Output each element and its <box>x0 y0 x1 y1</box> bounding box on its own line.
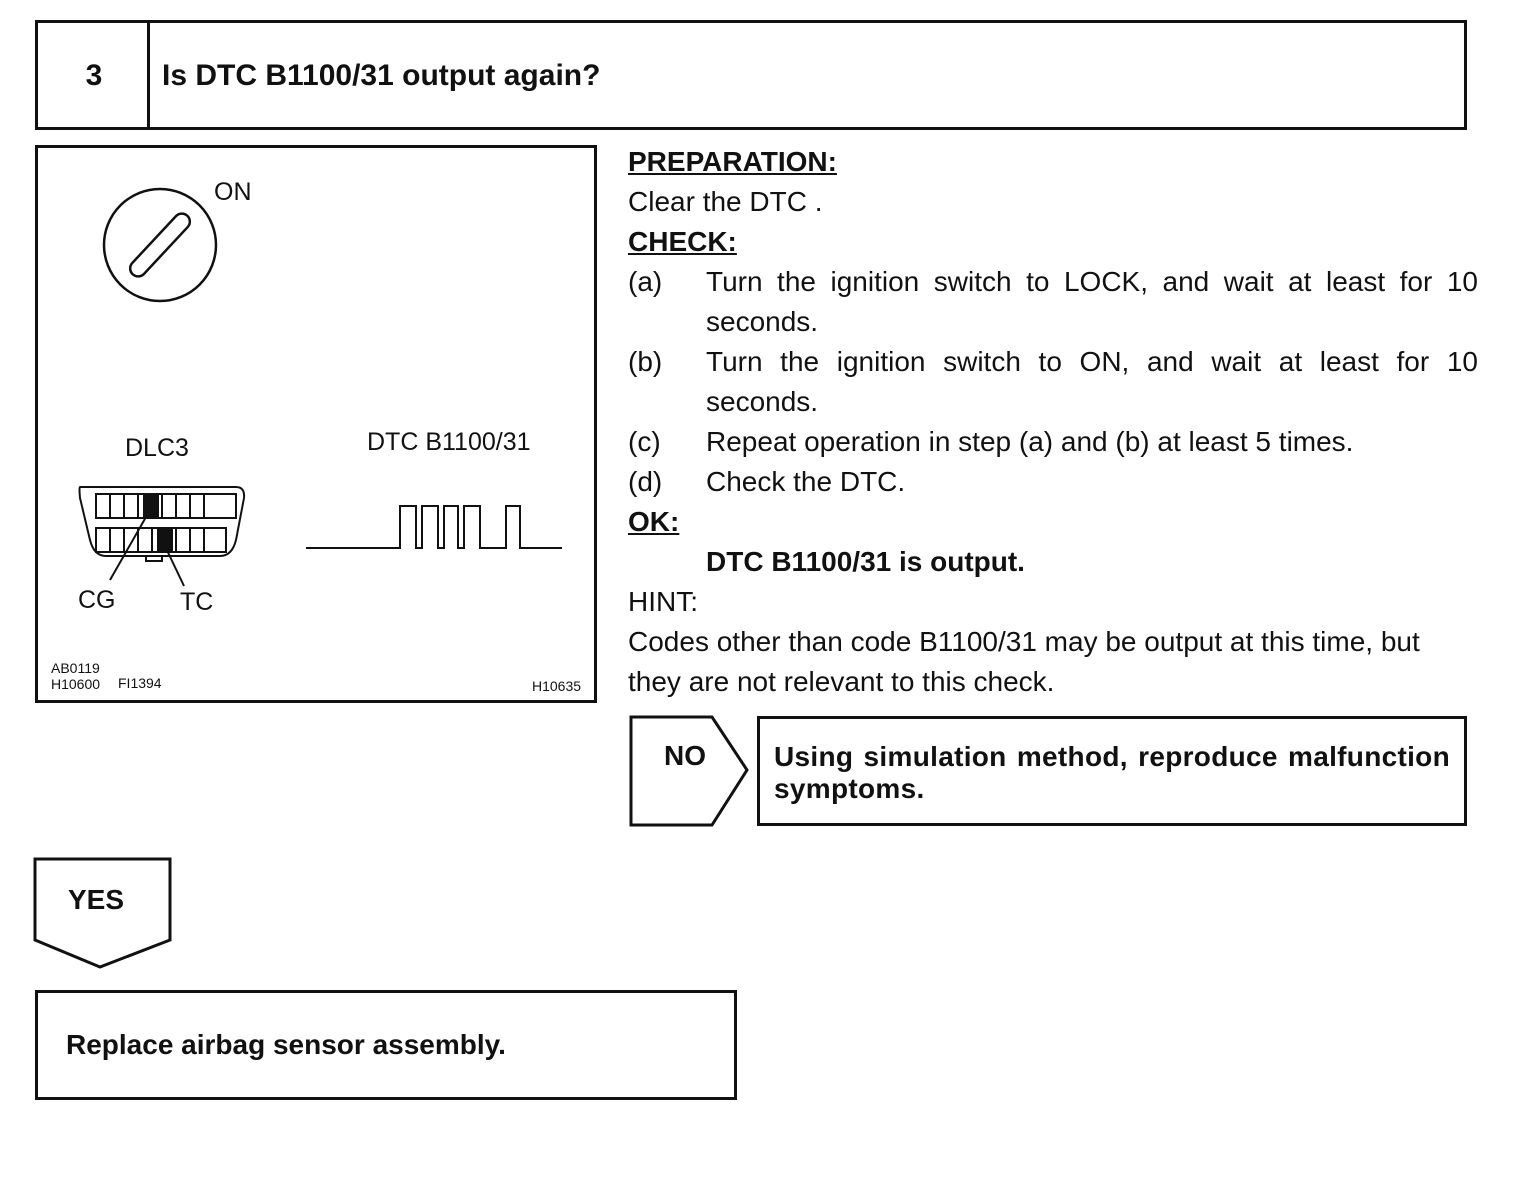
dtc-waveform <box>306 505 562 549</box>
yes-result-text: Replace airbag sensor assembly. <box>66 1029 506 1060</box>
dlc3-connector-icon <box>78 486 246 587</box>
yes-arrow-icon <box>33 857 172 969</box>
yes-label: YES <box>68 884 125 915</box>
check-item-label: (d) <box>628 466 663 497</box>
yes-result-box: Replace airbag sensor assembly. <box>35 990 737 1100</box>
step-title-box: Is DTC B1100/31 output again? <box>147 20 1467 130</box>
figure-code-4: H10635 <box>532 678 582 694</box>
tc-pin-label: TC <box>180 588 214 616</box>
check-heading: CHECK: <box>628 226 737 257</box>
check-item-label: (a) <box>628 266 663 297</box>
dlc3-label: DLC3 <box>125 434 189 462</box>
waveform-label: DTC B1100/31 <box>367 428 531 456</box>
diagram-figure: ON DLC3 CG TC DTC B1100/31 AB0119 H10600… <box>35 145 597 703</box>
check-item: (b) Turn the ignition switch to ON, and … <box>628 342 1478 422</box>
diagram-drawing <box>78 187 562 587</box>
preparation-text: Clear the DTC . <box>628 186 823 217</box>
hint-heading: HINT: <box>628 586 698 617</box>
preparation-heading: PREPARATION: <box>628 146 837 177</box>
step-number-box: 3 <box>35 20 150 130</box>
cg-pin-label: CG <box>78 586 116 614</box>
ok-text: DTC B1100/31 is output. <box>706 546 1025 577</box>
check-item-text: Turn the ignition switch to ON, and wait… <box>706 346 1478 417</box>
instructions: PREPARATION: Clear the DTC . CHECK: (a) … <box>628 142 1478 702</box>
no-result-box: Using simulation method, reproduce malfu… <box>757 716 1467 826</box>
no-result-text: Using simulation method, reproduce malfu… <box>774 741 1450 804</box>
check-item-text: Turn the ignition switch to LOCK, and wa… <box>706 266 1478 337</box>
check-item: (a) Turn the ignition switch to LOCK, an… <box>628 262 1478 342</box>
no-label: NO <box>664 740 706 771</box>
no-arrow-icon <box>629 715 749 827</box>
check-item: (d) Check the DTC. <box>628 462 1478 502</box>
check-item-text: Check the DTC. <box>706 466 906 497</box>
check-item: (c) Repeat operation in step (a) and (b)… <box>628 422 1478 462</box>
ok-heading: OK: <box>628 506 680 537</box>
check-item-label: (c) <box>628 426 661 457</box>
step-number: 3 <box>85 59 103 92</box>
figure-code-2: H10600 <box>51 676 101 692</box>
switch-on-label: ON <box>214 178 252 206</box>
step-title: Is DTC B1100/31 output again? <box>162 59 601 92</box>
check-item-label: (b) <box>628 346 663 377</box>
check-item-text: Repeat operation in step (a) and (b) at … <box>706 426 1354 457</box>
ignition-switch-icon <box>102 187 218 303</box>
figure-code-3: FI1394 <box>118 675 162 691</box>
figure-code-1: AB0119 <box>51 660 100 676</box>
hint-text: Codes other than code B1100/31 may be ou… <box>628 626 1420 697</box>
